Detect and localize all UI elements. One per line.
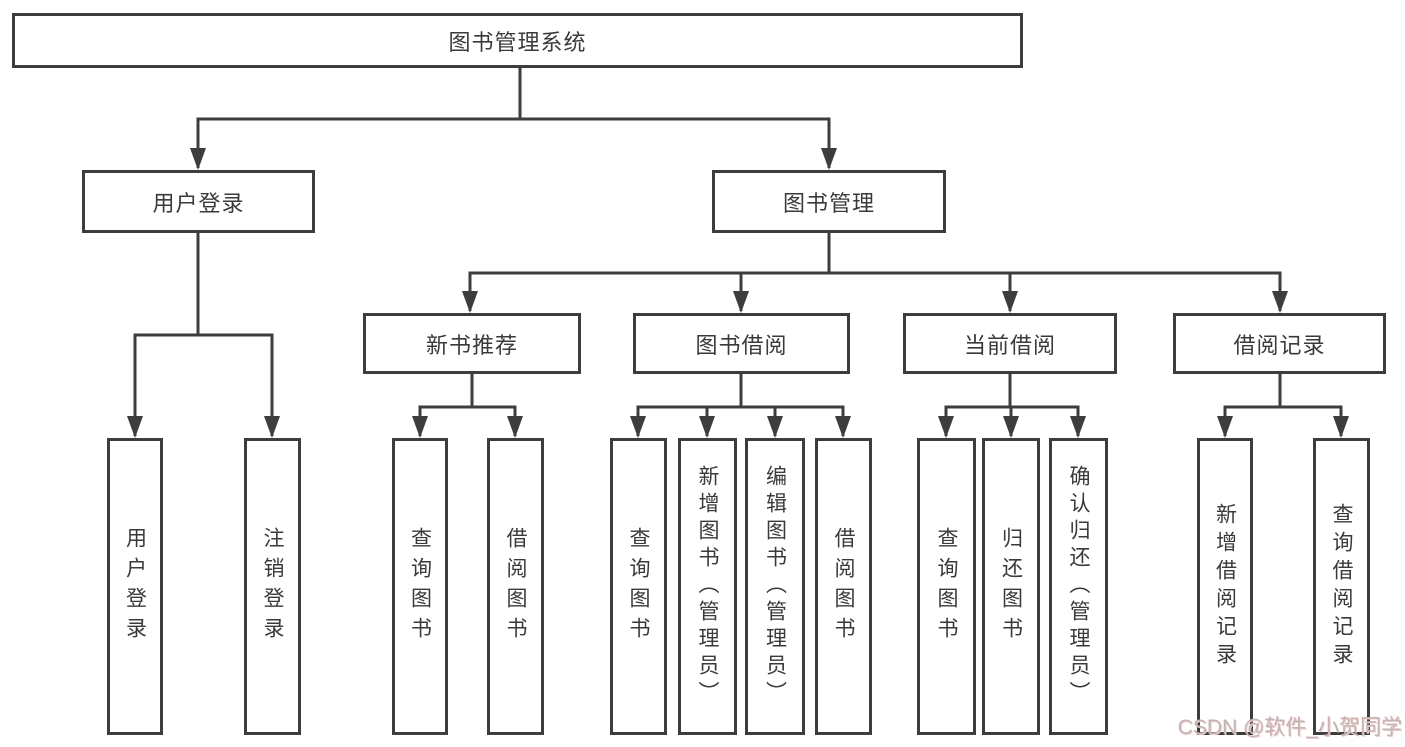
connector-groupA-branch xyxy=(418,405,517,436)
node-root-label: 图书管理系统 xyxy=(448,29,587,55)
node-root: 图书管理系统 xyxy=(12,13,1023,68)
leaf-recommend-query-book-label: 查询图书 xyxy=(408,526,432,647)
csdn-watermark: CSDN @软件_小贺同学 xyxy=(1177,716,1402,739)
arrowhead xyxy=(835,416,851,438)
connector-userlogin-branch xyxy=(133,333,274,436)
leaf-record-query: 查询借阅记录 xyxy=(1313,438,1370,735)
leaf-current-return-book: 归还图书 xyxy=(982,438,1040,735)
arrowhead xyxy=(412,416,428,438)
arrowhead xyxy=(1333,416,1349,438)
node-borrow-record: 借阅记录 xyxy=(1173,313,1386,374)
arrowhead xyxy=(1272,291,1288,313)
leaf-borrow-query-book: 查询图书 xyxy=(610,438,667,735)
leaf-user-login-label: 用户登录 xyxy=(123,526,147,647)
leaf-record-add: 新增借阅记录 xyxy=(1197,438,1253,735)
leaf-record-add-label: 新增借阅记录 xyxy=(1213,502,1237,671)
node-book-borrow: 图书借阅 xyxy=(633,313,850,374)
arrowhead xyxy=(462,291,478,313)
arrowhead xyxy=(190,148,206,170)
connector-groupC-branch xyxy=(944,405,1080,436)
node-current-borrow: 当前借阅 xyxy=(903,313,1117,374)
node-new-book-recommend-label: 新书推荐 xyxy=(425,332,518,358)
node-user-login-label: 用户登录 xyxy=(152,190,245,216)
leaf-recommend-query-book: 查询图书 xyxy=(392,438,448,735)
arrowhead xyxy=(1003,416,1019,438)
leaf-current-return-book-label: 归还图书 xyxy=(999,526,1023,647)
node-user-login: 用户登录 xyxy=(82,170,315,233)
leaf-current-confirm-return-admin: 确认归还（管理员） xyxy=(1049,438,1108,735)
leaf-borrow-borrow-book-label: 借阅图书 xyxy=(832,526,855,647)
arrowhead xyxy=(127,416,143,438)
node-book-management-label: 图书管理 xyxy=(782,190,875,216)
arrowhead xyxy=(821,148,837,170)
connector-level2-branch xyxy=(468,271,1282,311)
connector-groupB-branch xyxy=(636,405,845,436)
arrowhead xyxy=(1217,416,1233,438)
node-book-management: 图书管理 xyxy=(712,170,946,233)
arrowhead xyxy=(699,416,715,438)
leaf-current-confirm-return-admin-label: 确认归还（管理员） xyxy=(1067,465,1090,708)
leaf-borrow-query-book-label: 查询图书 xyxy=(627,526,650,647)
leaf-recommend-borrow-book-label: 借阅图书 xyxy=(504,526,527,647)
leaf-record-query-label: 查询借阅记录 xyxy=(1330,502,1353,671)
node-borrow-record-label: 借阅记录 xyxy=(1233,332,1326,358)
arrowhead xyxy=(1070,416,1086,438)
arrowhead xyxy=(630,416,646,438)
arrowhead xyxy=(767,416,783,438)
leaf-current-query-book-label: 查询图书 xyxy=(935,526,958,647)
leaf-logout-label: 注销登录 xyxy=(261,526,284,647)
leaf-recommend-borrow-book: 借阅图书 xyxy=(487,438,544,735)
arrowhead xyxy=(938,416,954,438)
leaf-borrow-borrow-book: 借阅图书 xyxy=(815,438,872,735)
connector-level1-branch xyxy=(196,117,831,168)
arrowhead xyxy=(507,416,523,438)
leaf-current-query-book: 查询图书 xyxy=(917,438,976,735)
connector-groupD-branch xyxy=(1223,405,1343,436)
arrowhead xyxy=(733,291,749,313)
node-book-borrow-label: 图书借阅 xyxy=(695,332,788,358)
leaf-borrow-edit-book-admin-label: 编辑图书（管理员） xyxy=(763,465,787,708)
leaf-borrow-edit-book-admin: 编辑图书（管理员） xyxy=(745,438,805,735)
node-current-borrow-label: 当前借阅 xyxy=(963,332,1056,358)
leaf-borrow-add-book-admin: 新增图书（管理员） xyxy=(678,438,737,735)
arrowhead xyxy=(1002,291,1018,313)
leaf-borrow-add-book-admin-label: 新增图书（管理员） xyxy=(696,465,719,708)
node-new-book-recommend: 新书推荐 xyxy=(363,313,581,374)
arrowhead xyxy=(264,416,280,438)
leaf-logout: 注销登录 xyxy=(244,438,301,735)
leaf-user-login: 用户登录 xyxy=(107,438,163,735)
